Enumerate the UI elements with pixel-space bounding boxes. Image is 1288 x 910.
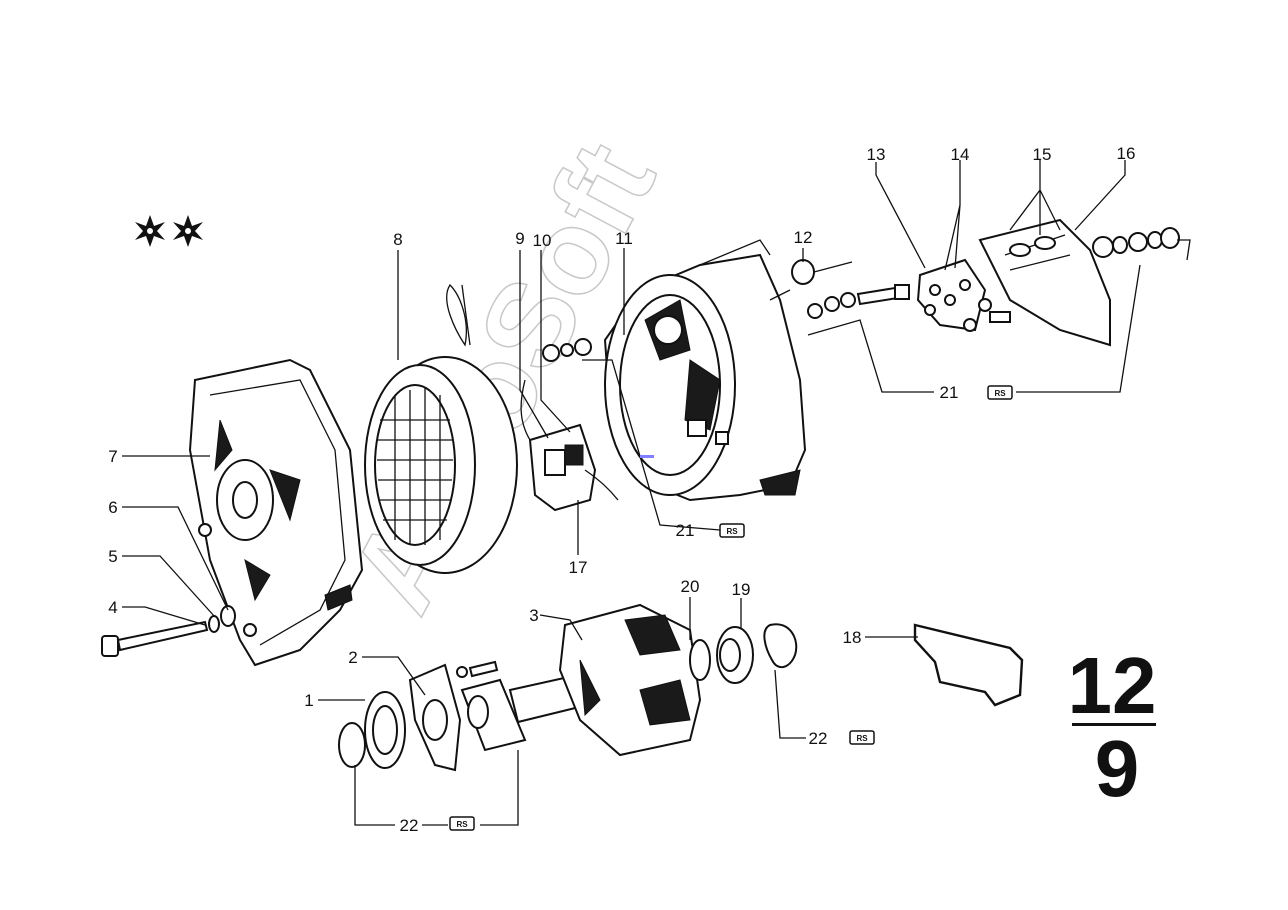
rs-badge: RS — [987, 385, 1013, 400]
callout-3: 3 — [529, 606, 538, 625]
callout-labels: 1 2 3 4 5 6 7 8 9 10 11 12 13 14 15 16 1… — [108, 144, 1135, 835]
callout-22: 22 — [400, 816, 419, 835]
svg-text:RS: RS — [994, 389, 1006, 398]
part-19-rear-bearing — [716, 626, 754, 684]
callout-6: 6 — [108, 498, 117, 517]
page-code-bottom: 9 — [1095, 724, 1140, 813]
callout-17: 17 — [569, 558, 588, 577]
star-marks — [135, 215, 203, 247]
part-13-14-diode-plate — [916, 258, 1011, 332]
callout-9: 9 — [515, 229, 524, 248]
part-1-2-bearing-plate — [338, 663, 462, 772]
callout-5: 5 — [108, 547, 117, 566]
part-4-5-6-through-bolt — [101, 605, 236, 657]
callout-10: 10 — [533, 231, 552, 250]
callout-14: 14 — [951, 145, 970, 164]
callout-12: 12 — [794, 228, 813, 247]
callout-15: 15 — [1033, 145, 1052, 164]
part-9-10-17-brush-holder — [520, 379, 619, 512]
part-11-housing — [603, 239, 807, 502]
callout-19: 19 — [732, 580, 751, 599]
star-icon — [135, 215, 165, 247]
star-icon — [173, 215, 203, 247]
part-18-wire-clip — [913, 623, 1024, 707]
page-code-top: 12 — [1068, 641, 1157, 730]
callout-2: 2 — [348, 648, 357, 667]
retainer-screw — [456, 660, 527, 752]
part-15-16-cover — [978, 218, 1111, 347]
callout-16: 16 — [1117, 144, 1136, 163]
callout-21: 21 — [676, 521, 695, 540]
callout-11: 11 — [615, 229, 633, 248]
callout-13: 13 — [867, 145, 886, 164]
blue-dash-mark — [640, 455, 654, 458]
part-12-cap-nut — [791, 259, 853, 285]
bolt-washers-right — [807, 284, 910, 319]
svg-text:RS: RS — [856, 734, 868, 743]
callout-1: 1 — [304, 691, 313, 710]
callout-4: 4 — [108, 598, 117, 617]
page-code-divider — [1072, 723, 1156, 726]
leader-lines — [122, 160, 1191, 826]
part-3-20-rotor — [508, 603, 711, 757]
rs-badge: RS — [449, 816, 475, 831]
svg-text:RS: RS — [726, 527, 738, 536]
callout-22: 22 — [809, 729, 828, 748]
callout-21: 21 — [940, 383, 959, 402]
rs-badge: RS — [849, 730, 875, 745]
part-7-end-frame — [188, 358, 364, 667]
washer-set-21-right — [1092, 227, 1180, 258]
part-22-spring-ring — [763, 623, 798, 669]
part-8-stator — [364, 283, 518, 574]
svg-text:RS: RS — [456, 820, 468, 829]
callout-18: 18 — [843, 628, 862, 647]
page-code: 12 9 — [1068, 641, 1157, 813]
callout-8: 8 — [393, 230, 402, 249]
washer-set-21-middle — [542, 338, 592, 362]
rs-badge: RS — [719, 523, 745, 538]
callout-20: 20 — [681, 577, 700, 596]
callout-7: 7 — [108, 447, 117, 466]
